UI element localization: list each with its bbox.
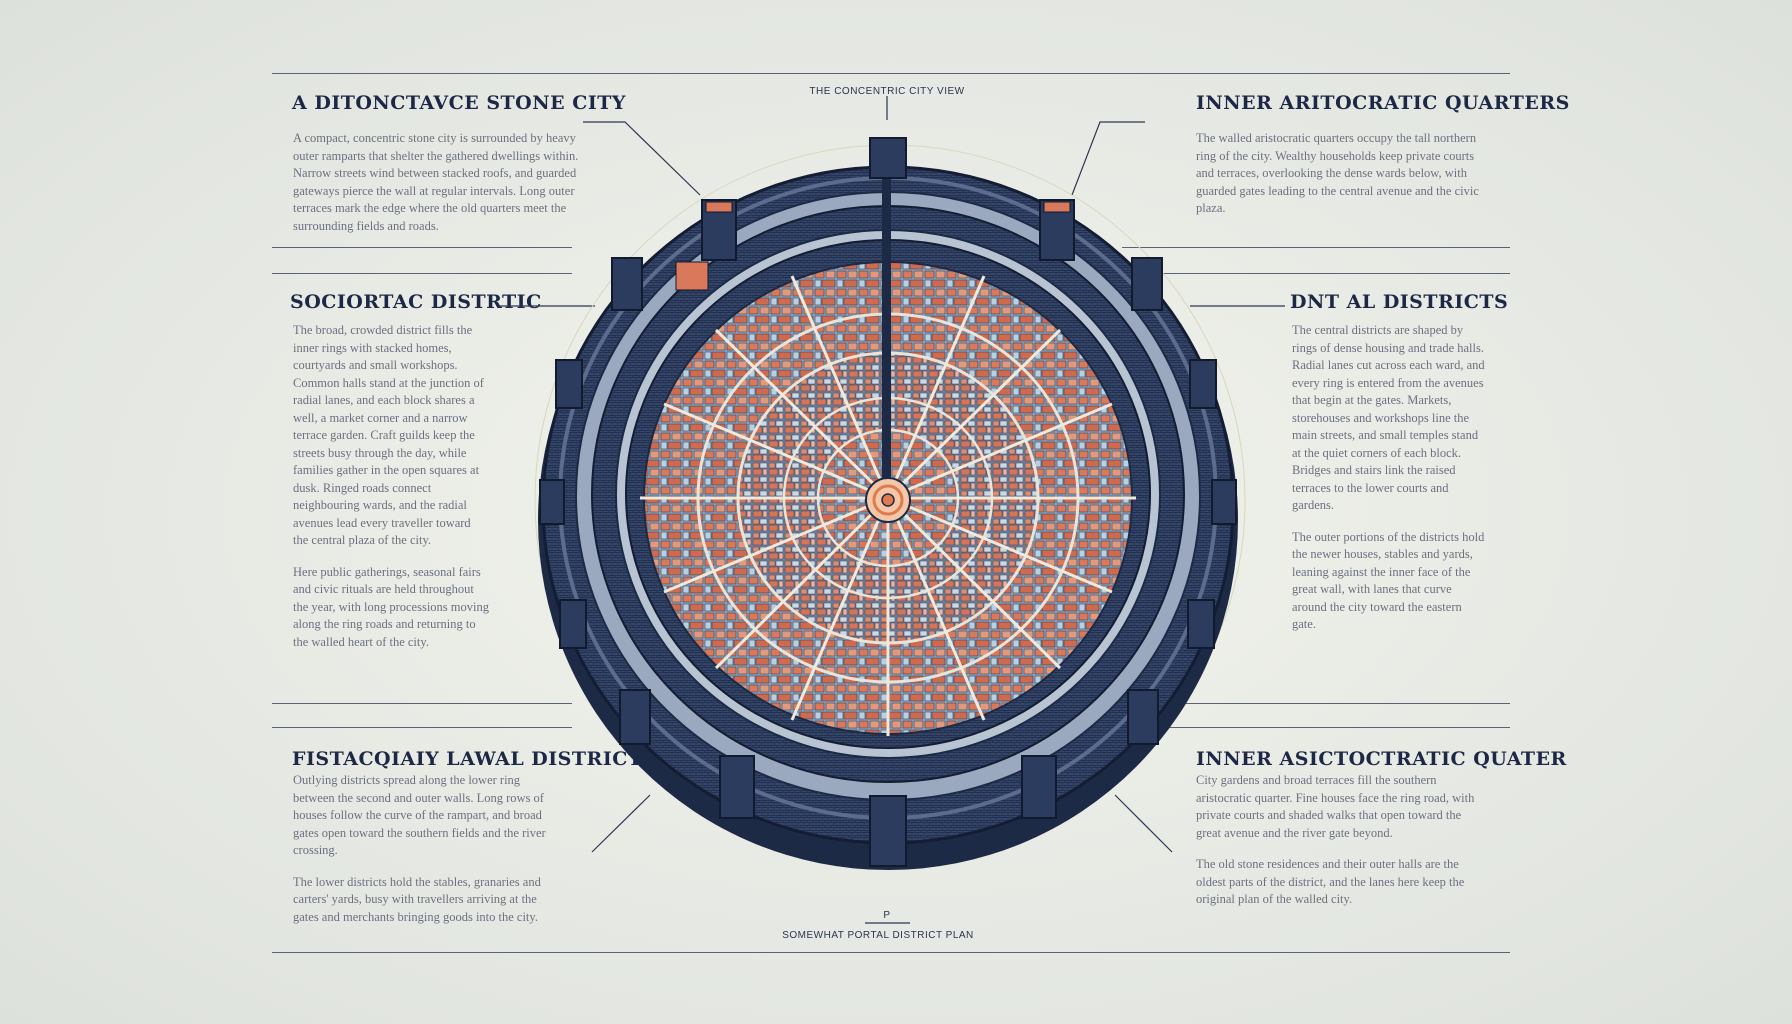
panel-text-mid-right: The central districts are shaped by ring… xyxy=(1292,322,1488,690)
panel-paragraph: A compact, concentric stone city is surr… xyxy=(293,131,579,233)
footer-caption: SOMEWHAT PORTAL DISTRICT PLAN xyxy=(782,930,974,941)
radial-avenues xyxy=(640,258,1136,736)
footer-mark: P xyxy=(883,910,891,921)
rule-lower-left xyxy=(272,703,572,704)
panel-paragraph: The old stone residences and their outer… xyxy=(1196,857,1465,906)
panel-title-bottom-right: INNER ASICTOCTRATIC QUATER xyxy=(1196,748,1567,770)
panel-title-bottom-left: FISTACQIAIY LAWAL DISTRICTS xyxy=(292,748,657,770)
rule-lower-right xyxy=(1122,703,1510,704)
central-spire xyxy=(882,150,891,500)
panel-title-mid-left: SOCIORTAC DISTRTIC xyxy=(290,291,542,313)
leader-top-left xyxy=(583,121,701,196)
panel-paragraph: The broad, crowded district fills the in… xyxy=(293,323,484,547)
rule-upper-left xyxy=(272,247,572,248)
rule-lower2-left xyxy=(272,727,572,728)
panel-text-top-right: The walled aristocratic quarters occupy … xyxy=(1196,130,1486,234)
panel-paragraph: City gardens and broad terraces fill the… xyxy=(1196,773,1475,840)
rule-upper2-left xyxy=(272,273,572,274)
panel-text-bottom-left: Outlying districts spread along the lowe… xyxy=(293,772,563,942)
central-monument xyxy=(881,493,895,507)
panel-paragraph: Here public gatherings, seasonal fairs a… xyxy=(293,564,489,649)
rule-lower2-right xyxy=(1122,727,1510,728)
wall-towers xyxy=(539,137,1237,867)
panel-text-bottom-right: City gardens and broad terraces fill the… xyxy=(1196,772,1486,942)
panel-paragraph: The outer portions of the districts hold… xyxy=(1292,529,1485,632)
panel-paragraph: Outlying districts spread along the lowe… xyxy=(293,773,546,857)
leader-bottom-left xyxy=(591,794,651,853)
rule-upper-right xyxy=(1122,247,1510,248)
leader-bottom-right xyxy=(1114,794,1173,853)
tower-roof-accents xyxy=(675,201,1071,291)
header-caption: THE CONCENTRIC CITY VIEW xyxy=(809,86,965,97)
leader-top-right xyxy=(1071,121,1145,196)
rule-bottom xyxy=(272,952,1510,953)
panel-title-top-left: A DITONCTAVCE STONE CITY xyxy=(292,92,626,114)
panel-text-top-left: A compact, concentric stone city is surr… xyxy=(293,130,583,234)
rule-upper2-right xyxy=(1122,273,1510,274)
panel-paragraph: The central districts are shaped by ring… xyxy=(1292,323,1485,512)
rule-top xyxy=(272,73,1510,74)
panel-text-mid-left: The broad, crowded district fills the in… xyxy=(293,322,489,690)
central-plaza-ring xyxy=(872,484,904,516)
panel-title-mid-right: DNT AL DISTRICTS xyxy=(1290,291,1509,313)
panel-title-top-right: INNER ARITOCRATIC QUARTERS xyxy=(1196,92,1570,114)
panel-paragraph: The lower districts hold the stables, gr… xyxy=(293,874,541,924)
panel-paragraph: The walled aristocratic quarters occupy … xyxy=(1196,131,1479,215)
